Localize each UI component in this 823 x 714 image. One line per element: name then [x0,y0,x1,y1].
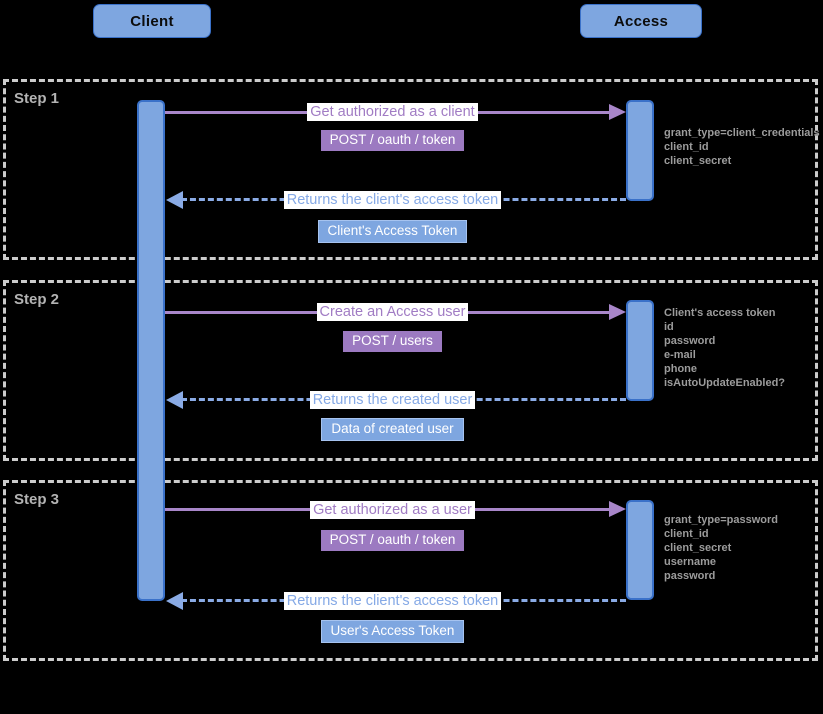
step2-frame: Step 2 [3,280,818,461]
step2-endpoint-row: POST / users [165,331,620,352]
param-line: grant_type=client_credentials [664,127,820,139]
param-line: e-mail [664,349,696,361]
step2-endpoint-badge: POST / users [343,331,442,352]
step2-result-badge: Data of created user [321,418,464,441]
step2-request-arrowhead-icon [609,304,626,320]
step2-label: Step 2 [14,291,60,308]
step1-request-arrowhead-icon [609,104,626,120]
param-line: phone [664,363,697,375]
param-line: client_secret [664,542,732,554]
step3-request-arrowhead-icon [609,501,626,517]
step2-response-arrowhead-icon [166,391,183,409]
step1-endpoint-row: POST / oauth / token [165,130,620,151]
step3-response-label-row: Returns the client's access token [165,592,620,610]
param-line: password [664,335,716,347]
step3-response-message: Returns the client's access token [283,592,502,610]
step3-result-badge: User's Access Token [320,620,465,643]
step2-request-label-row: Create an Access user [165,303,620,321]
step3-request-params: grant_type=password client_id client_secre… [664,513,778,583]
step1-response-label-row: Returns the client's access token [165,191,620,209]
step3-request-message: Get authorized as a user [310,501,475,519]
step1-response-message: Returns the client's access token [283,191,502,209]
param-line: Client's access token [664,307,776,319]
step2-result-row: Data of created user [165,418,620,441]
step2-response-label-row: Returns the created user [165,391,620,409]
step1-frame: Step 1 [3,79,818,260]
step1-request-label-row: Get authorized as a client [165,103,620,121]
param-line: client_secret [664,155,732,167]
param-line: username [664,556,716,568]
param-line: password [664,570,716,582]
step1-response-arrowhead-icon [166,191,183,209]
param-line: client_id [664,141,709,153]
param-line: grant_type=password [664,514,779,526]
actor-label-client: Client [130,12,174,30]
step2-request-params: Client's access token id password e-mail pho… [664,306,785,390]
step3-endpoint-row: POST / oauth / token [165,530,620,551]
param-line: id [664,321,674,333]
step2-response-message: Returns the created user [309,391,476,409]
step3-response-arrowhead-icon [166,592,183,610]
step3-frame: Step 3 [3,480,818,661]
step1-label: Step 1 [14,90,60,107]
actor-box-access: Access [580,4,702,38]
access-activation-bar-step1 [626,100,654,201]
actor-label-access: Access [613,12,669,30]
step3-request-label-row: Get authorized as a user [165,501,620,519]
step1-result-row: Client's Access Token [165,220,620,243]
access-activation-bar-step3 [626,500,654,600]
client-activation-bar [137,100,165,601]
step1-endpoint-badge: POST / oauth / token [320,130,465,151]
param-line: client_id [664,528,709,540]
step2-request-message: Create an Access user [316,303,469,321]
param-line: isAutoUpdateEnabled? [664,377,786,389]
step3-label: Step 3 [14,491,60,508]
actor-box-client: Client [93,4,211,38]
step1-request-message: Get authorized as a client [307,103,478,121]
step3-endpoint-badge: POST / oauth / token [320,530,465,551]
access-activation-bar-step2 [626,300,654,401]
step1-result-badge: Client's Access Token [317,220,468,243]
step3-result-row: User's Access Token [165,620,620,643]
